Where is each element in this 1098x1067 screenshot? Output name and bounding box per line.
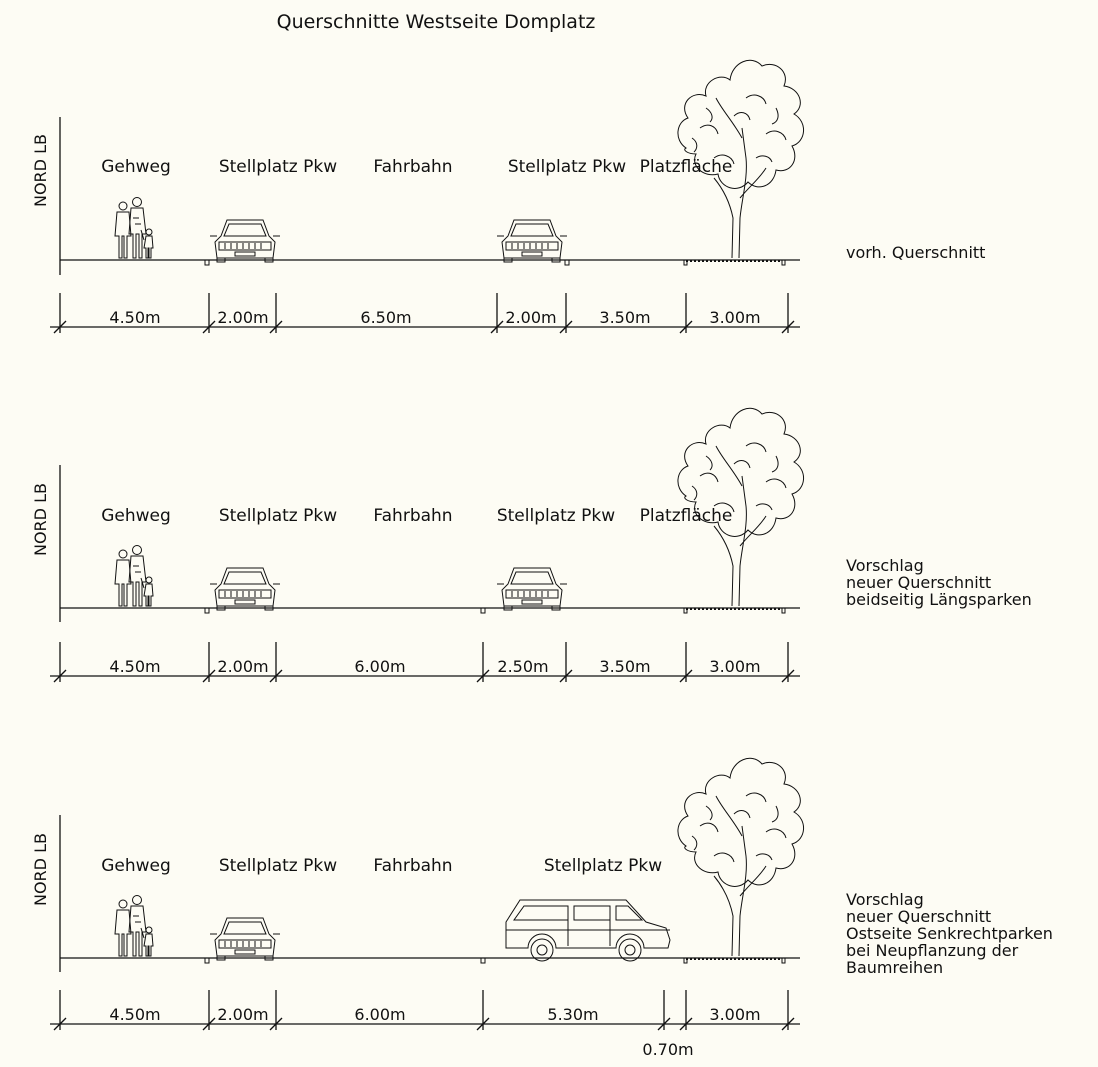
- cross-section-2: NORD LB Gehweg Stellplatz Pkw Fahrbahn S…: [31, 407, 1032, 683]
- dimension-gehweg: 4.50m: [109, 657, 160, 676]
- tree-pit-edge: [683, 259, 688, 266]
- dimension-ticks: [53, 293, 795, 334]
- pedestrian-group-icon: [114, 545, 154, 607]
- section-description-line: vorh. Querschnitt: [846, 243, 985, 262]
- label-stellplatz-west: Stellplatz Pkw: [219, 506, 337, 526]
- cross-section-1: NORD LB Gehweg Stellplatz Pkw Fahrbahn S…: [31, 59, 985, 334]
- tree-pit-edge: [781, 259, 786, 266]
- dimension-ticks: [53, 642, 795, 683]
- dimension-gehweg: 4.50m: [109, 1005, 160, 1024]
- tree-pit-edge: [781, 607, 786, 614]
- label-fahrbahn: Fahrbahn: [373, 506, 452, 526]
- dimension-fahrbahn: 6.00m: [354, 1005, 405, 1024]
- label-fahrbahn: Fahrbahn: [373, 856, 452, 876]
- section-description-line: bei Neupflanzung der: [846, 941, 1019, 960]
- section-description-line: neuer Querschnitt: [846, 573, 991, 592]
- pedestrian-group-icon: [114, 197, 154, 259]
- side-label: NORD LB: [31, 134, 50, 207]
- dimension-stellplatz-west: 2.00m: [217, 308, 268, 327]
- tree-pit-edge: [683, 957, 688, 964]
- dimension-stellplatz-ost: 2.50m: [497, 657, 548, 676]
- curb: [204, 607, 210, 614]
- car-front-icon: [209, 219, 281, 263]
- dimension-baumstreifen: 3.00m: [709, 1005, 760, 1024]
- side-label: NORD LB: [31, 833, 50, 906]
- curb: [564, 259, 570, 266]
- tree-pit-edge: [781, 957, 786, 964]
- dimension-platzflaeche: 3.50m: [599, 308, 650, 327]
- dimension-baumstreifen: 3.00m: [709, 657, 760, 676]
- tree-icon: [677, 757, 805, 957]
- curb: [204, 259, 210, 266]
- car-front-icon: [209, 567, 281, 611]
- cross-section-3: NORD LB Gehweg Stellplatz Pkw Fahrbahn S…: [31, 757, 1053, 1059]
- dimension-stellplatz-west: 2.00m: [217, 1005, 268, 1024]
- section-description-line: Vorschlag: [846, 556, 924, 575]
- car-front-icon: [496, 567, 568, 611]
- curb: [480, 957, 486, 964]
- label-stellplatz-west: Stellplatz Pkw: [219, 856, 337, 876]
- label-gehweg: Gehweg: [101, 157, 171, 177]
- label-platzflaeche: Platzfläche: [640, 157, 733, 177]
- dimension-platzflaeche: 3.50m: [599, 657, 650, 676]
- section-description-line: Vorschlag: [846, 890, 924, 909]
- station-wagon-side-icon: [505, 899, 671, 962]
- label-stellplatz-ost: Stellplatz Pkw: [544, 856, 662, 876]
- section-description-line: beidseitig Längsparken: [846, 590, 1032, 609]
- dimension-stellplatz-ost: 5.30m: [547, 1005, 598, 1024]
- car-front-icon: [496, 219, 568, 263]
- label-fahrbahn: Fahrbahn: [373, 157, 452, 177]
- dimension-baumstreifen: 3.00m: [709, 308, 760, 327]
- diagram-title: Querschnitte Westseite Domplatz: [277, 11, 596, 33]
- label-stellplatz-ost: Stellplatz Pkw: [508, 157, 626, 177]
- label-stellplatz-west: Stellplatz Pkw: [219, 157, 337, 177]
- dimension-ticks: [53, 990, 795, 1031]
- label-stellplatz-ost: Stellplatz Pkw: [497, 506, 615, 526]
- dimension-fahrbahn: 6.50m: [360, 308, 411, 327]
- pedestrian-group-icon: [114, 895, 154, 957]
- car-front-icon: [209, 917, 281, 961]
- label-platzflaeche: Platzfläche: [640, 506, 733, 526]
- dimension-stellplatz-ost: 2.00m: [505, 308, 556, 327]
- dimension-fahrbahn: 6.00m: [354, 657, 405, 676]
- section-description-line: neuer Querschnitt: [846, 907, 991, 926]
- section-description-line: Baumreihen: [846, 958, 943, 977]
- dimension-extra: 0.70m: [642, 1040, 693, 1059]
- section-description-line: Ostseite Senkrechtparken: [846, 924, 1053, 943]
- label-gehweg: Gehweg: [101, 856, 171, 876]
- label-gehweg: Gehweg: [101, 506, 171, 526]
- dimension-gehweg: 4.50m: [109, 308, 160, 327]
- curb: [480, 607, 486, 614]
- curb: [204, 957, 210, 964]
- dimension-stellplatz-west: 2.00m: [217, 657, 268, 676]
- side-label: NORD LB: [31, 483, 50, 556]
- tree-pit-edge: [683, 607, 688, 614]
